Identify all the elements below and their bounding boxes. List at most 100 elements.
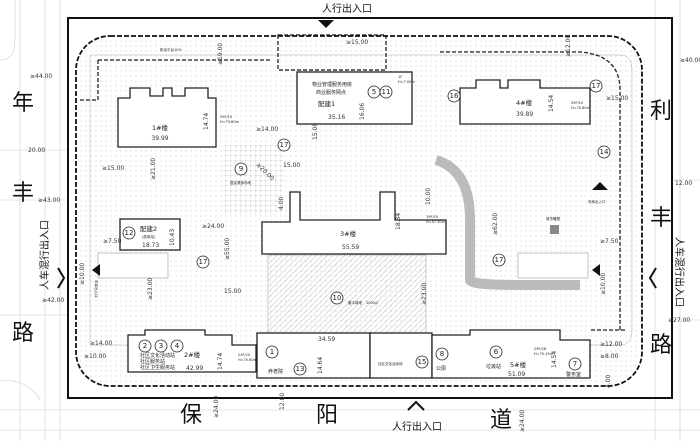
pj2-sub: (居母站) (142, 234, 156, 239)
building-15 (369, 332, 433, 379)
dimension-label: ≥40.00 (680, 57, 700, 64)
dimension-label: ≥7.50 (600, 238, 619, 245)
dimension-label: ≥24.00 (519, 410, 526, 432)
fitness-area (222, 145, 284, 215)
left-mixed-entrance-label: 人车混行出入口 (38, 220, 51, 290)
b5-name: 5#楼 (510, 360, 527, 369)
circle-marker (379, 85, 393, 99)
b2-use1: 社区文化活动站 (140, 352, 175, 359)
dimension-label: ≥8.00 (600, 353, 619, 360)
b3-name: 3#楼 (340, 229, 357, 238)
road-char: 保 (180, 403, 202, 428)
green-area-label: 1000㎡ (366, 300, 379, 305)
site-boundary (67, 17, 673, 399)
b5-use3: 警务室 (566, 371, 581, 378)
sports-label: 社区文化活动场 (378, 361, 403, 366)
road-char: 路 (12, 321, 34, 346)
building-labels: 1#楼 39.99 14.74 29F/10 H=75.80m 物业管理服务用房… (140, 75, 591, 378)
dimension-label: ≥24.00 (213, 396, 220, 418)
circle-number: 15 (418, 358, 427, 366)
dimension-label: 20.00 (28, 147, 45, 154)
pj1-floors: 1F (398, 75, 402, 79)
circle-marker (170, 339, 184, 353)
circle-marker (330, 291, 344, 305)
circle-number: 14 (600, 148, 609, 156)
b3-height: H=57.30m (426, 220, 446, 224)
b3-depth: 18.34 (395, 213, 402, 230)
circle-number: 12 (125, 229, 134, 237)
bottom-entrance-label: 人行出入口 (392, 420, 442, 433)
dimension-label: ≥23.00 (147, 278, 154, 300)
circle-marker (154, 339, 168, 353)
pj1-depth: 16.06 (359, 103, 366, 120)
dimension-label: ≥14.00 (256, 126, 278, 133)
dimension-label: 15.00 (312, 123, 319, 140)
circle-marker (293, 362, 307, 376)
b5-width: 51.09 (508, 371, 525, 378)
pj1-height: H=7.00m (398, 80, 415, 84)
circle-marker (277, 138, 291, 152)
road-char: 利 (650, 99, 672, 124)
circle-number: 17 (199, 258, 208, 266)
b5-use1: 垃圾站 (486, 363, 501, 370)
dimension-label: ≥7.50 (103, 238, 122, 245)
circle-number: 9 (239, 165, 243, 173)
garage-ramp-right (517, 252, 589, 279)
circle-number: 6 (494, 348, 499, 356)
b3-floors: 19F/10 (426, 215, 438, 219)
pj1-use2: 商业服务网点 (316, 89, 346, 96)
pj1-use1: 物业管理服务用房 (312, 81, 352, 88)
b3-width: 55.59 (342, 244, 359, 251)
circle-marker (265, 345, 279, 359)
dimension-label: ≥12.00 (600, 341, 622, 348)
dimension-label: ≥55.00 (224, 238, 231, 260)
circle-marker (122, 226, 136, 240)
b2-depth: 14.74 (217, 353, 224, 370)
entrance-arrow-icon (648, 267, 657, 289)
circle-number: 4 (175, 342, 180, 350)
circle-number: 17 (495, 256, 504, 264)
entrance-arrow-icon (407, 400, 425, 411)
dimension-label: ≥27.00 (668, 317, 690, 324)
dimension-label: ≥23.00 (421, 283, 428, 305)
sculpture-label: 城市雕塑 (546, 216, 560, 221)
basement-line (80, 59, 270, 101)
road-names: 年 丰 路 利 丰 路 保 阳 道 (12, 91, 672, 433)
pj1-top-block (277, 34, 387, 71)
circle-number: 10 (333, 294, 342, 302)
dimension-label: ≥24.00 (202, 223, 224, 230)
b13-width: 34.59 (318, 336, 335, 343)
dimension-label: ≥15.00 (346, 39, 368, 46)
road-char: 丰 (650, 206, 672, 231)
dimension-label: ≥10.00 (600, 273, 607, 295)
circle-number: 17 (592, 82, 601, 90)
b4-height: H=75.80m (571, 106, 591, 110)
circle-number: 11 (382, 88, 391, 96)
dimension-label: ≥15.00 (102, 165, 124, 172)
b2-floors: 24F/20 (238, 353, 250, 357)
dimension-label: ≥19.00 (217, 43, 224, 65)
dimension-label: 4.00 (278, 196, 285, 210)
b13-depth: 14.64 (317, 357, 324, 374)
basement-line-right (440, 51, 625, 331)
b5-use2: 公厕 (436, 366, 446, 372)
b4-name: 4#楼 (516, 98, 533, 107)
b2-use3: 社区卫生服务站 (140, 364, 175, 371)
dimension-label: ≥10.00 (84, 353, 106, 360)
dimension-label: 15.00 (224, 288, 241, 295)
pj1-width: 35.16 (328, 114, 345, 121)
building-1 (117, 87, 217, 148)
circle-marker (589, 79, 603, 93)
b4-depth: 14.54 (548, 95, 555, 112)
b2-name: 2#楼 (184, 350, 201, 359)
building-pj1 (296, 71, 413, 125)
circle-marker (196, 255, 210, 269)
circle-number: 3 (159, 342, 163, 350)
circle-number: 2 (143, 342, 147, 350)
circle-marker (447, 89, 461, 103)
fire-platform-label: 机动平台10% (160, 47, 182, 52)
circle-marker (138, 339, 152, 353)
road-char: 丰 (12, 181, 34, 206)
